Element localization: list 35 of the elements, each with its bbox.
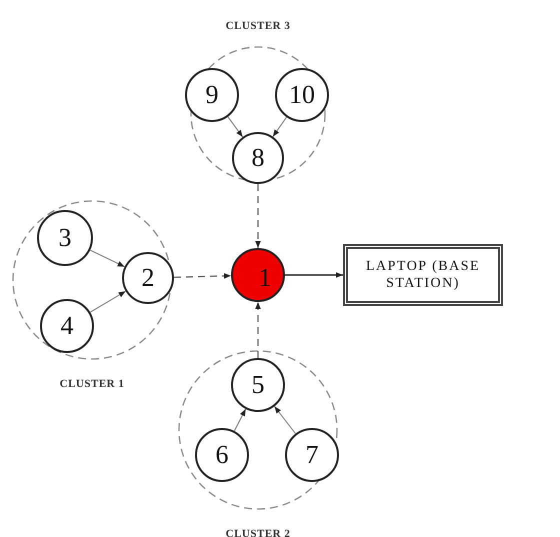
base-station-box xyxy=(343,244,503,306)
sensor-node-circle xyxy=(195,428,249,482)
node-number: 2 xyxy=(142,265,154,291)
node-number: 9 xyxy=(206,82,218,108)
dashed-arrow xyxy=(255,184,261,248)
node-number: 3 xyxy=(58,225,72,251)
node-number: 10 xyxy=(289,82,315,108)
cluster-label: CLUSTER 2 xyxy=(226,528,290,537)
arrow xyxy=(227,116,244,138)
sensor-node-circle xyxy=(40,299,94,353)
sensor-node-circle xyxy=(185,68,239,122)
node-number: 5 xyxy=(252,372,264,398)
sensor-node-circle xyxy=(275,68,329,122)
node-number: 7 xyxy=(306,442,318,468)
dashed-arrow xyxy=(255,302,261,358)
cluster-label: CLUSTER 1 xyxy=(60,378,124,390)
arrow xyxy=(90,250,126,268)
arrow xyxy=(274,406,296,434)
arrow xyxy=(272,116,288,138)
sensor-node-circle xyxy=(37,210,93,266)
sink-node-circle xyxy=(231,248,285,302)
node-number: 8 xyxy=(252,145,264,171)
node-number: 6 xyxy=(216,442,228,468)
sensor-node-circle xyxy=(122,252,174,304)
arrow xyxy=(90,290,126,313)
box-label: LAPTOP (BASE STATION) xyxy=(364,258,482,292)
dashed-arrow xyxy=(174,273,232,279)
sensor-node-circle xyxy=(285,428,339,482)
arrow xyxy=(234,408,246,432)
sensor-node-circle xyxy=(231,358,285,412)
node-number: 1 xyxy=(258,265,272,291)
sensor-node-circle xyxy=(232,132,284,184)
node-number: 4 xyxy=(60,313,74,339)
cluster-label: CLUSTER 3 xyxy=(226,20,290,32)
arrow xyxy=(285,272,343,278)
